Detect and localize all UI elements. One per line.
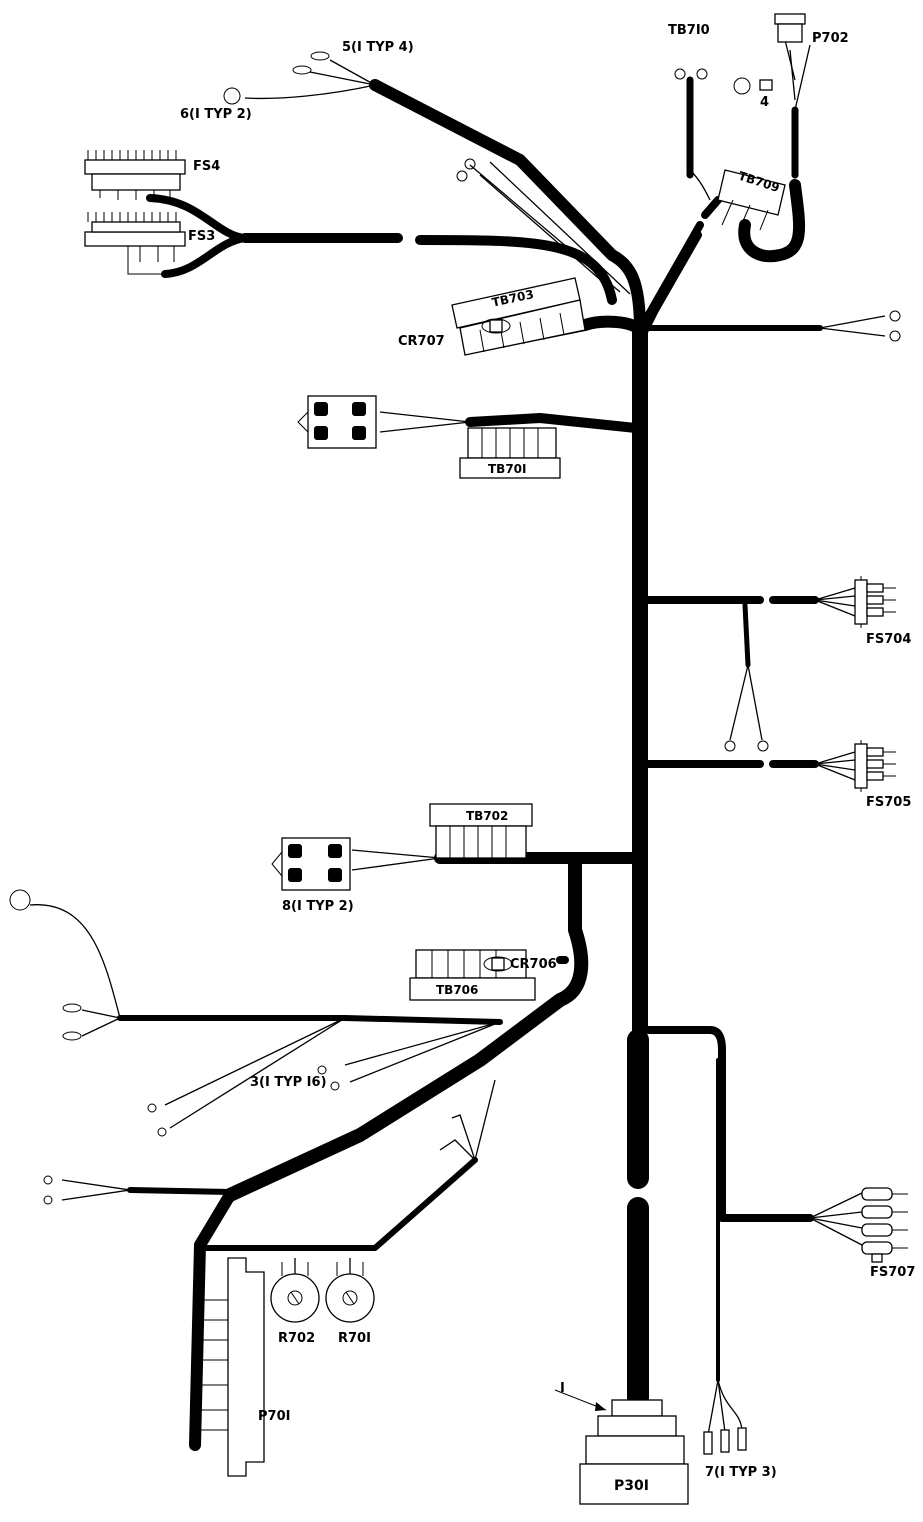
ring-lug-icon xyxy=(724,740,736,752)
label-tb701: TB70I xyxy=(488,462,527,476)
label-r701: R70I xyxy=(338,1331,371,1346)
label-fs707: FS707 xyxy=(870,1265,915,1280)
fuse-holder-fs704 xyxy=(854,576,896,628)
terminal-icon xyxy=(62,1003,82,1013)
label-tb702: TB702 xyxy=(466,809,508,823)
label-p702: P702 xyxy=(812,31,849,46)
fuse-holder-fs705 xyxy=(854,740,896,792)
ring-lug-icon xyxy=(43,1175,53,1185)
terminal-board-tb706 xyxy=(409,949,536,1001)
terminal-board-tb709 xyxy=(717,169,786,231)
diode-cr707-icon xyxy=(489,319,503,333)
relay-socket-lower xyxy=(271,837,351,891)
label-tb706: TB706 xyxy=(436,983,478,997)
ring-lug-icon xyxy=(330,1081,340,1091)
ring-lug-icon xyxy=(674,68,686,80)
ring-lug-icon xyxy=(733,77,751,95)
ring-lug-icon xyxy=(157,1127,167,1137)
label-fs4: FS4 xyxy=(193,159,220,174)
ring-lug-icon xyxy=(9,889,31,911)
fuse-block-fs3 xyxy=(84,212,186,275)
ring-lug-icon xyxy=(223,87,241,105)
ring-lug-icon xyxy=(147,1103,157,1113)
main-trunk xyxy=(117,76,823,1451)
label-item-3: 3(I TYP I6) xyxy=(250,1075,327,1090)
potentiometer-r701 xyxy=(325,1258,375,1323)
fuse-block-fs4 xyxy=(84,150,186,200)
terminal-icon xyxy=(737,1427,747,1451)
label-p301: P30I xyxy=(614,1478,649,1494)
label-fs3: FS3 xyxy=(188,229,215,244)
connector-p702 xyxy=(774,13,806,43)
connector-p301 xyxy=(554,1389,689,1505)
label-item-8: 8(I TYP 2) xyxy=(282,899,354,914)
terminal-icon xyxy=(310,51,330,61)
terminal-icon xyxy=(292,65,312,75)
label-r702: R702 xyxy=(278,1331,315,1346)
ring-lug-icon xyxy=(317,1065,327,1075)
label-item-1: I xyxy=(560,1381,565,1396)
connector-p701 xyxy=(195,1257,265,1477)
label-item-5: 5(I TYP 4) xyxy=(342,40,414,55)
label-fs704: FS704 xyxy=(866,632,911,647)
terminal-board-tb702 xyxy=(429,803,533,859)
fuse-holder-fs707 xyxy=(861,1187,908,1263)
terminal-board-tb703 xyxy=(451,277,586,356)
label-cr706: CR706 xyxy=(510,957,557,972)
ring-lugs xyxy=(9,51,901,1455)
label-cr707: CR707 xyxy=(398,334,445,349)
diode-cr706-icon xyxy=(491,957,505,971)
ring-lug-icon xyxy=(43,1195,53,1205)
ring-lug-icon xyxy=(757,740,769,752)
ring-lug-icon xyxy=(696,68,708,80)
ring-lug-icon xyxy=(889,330,901,342)
terminal-icon xyxy=(759,79,773,91)
ring-lug-icon xyxy=(464,158,476,170)
terminal-icon xyxy=(703,1431,713,1455)
terminal-icon xyxy=(62,1031,82,1041)
ring-lug-icon xyxy=(889,310,901,322)
relay-socket-upper xyxy=(297,395,377,449)
thin-wires xyxy=(29,39,886,1436)
potentiometer-r702 xyxy=(270,1258,320,1323)
terminal-board-tb701 xyxy=(459,427,561,479)
label-tb710: TB7I0 xyxy=(668,23,710,38)
terminal-icon xyxy=(720,1429,730,1453)
label-item-6: 6(I TYP 2) xyxy=(180,107,252,122)
label-p701: P70I xyxy=(258,1409,290,1424)
label-fs705: FS705 xyxy=(866,795,911,810)
label-item-7: 7(I TYP 3) xyxy=(705,1465,777,1480)
ring-lug-icon xyxy=(456,170,468,182)
label-item-4: 4 xyxy=(760,95,769,110)
